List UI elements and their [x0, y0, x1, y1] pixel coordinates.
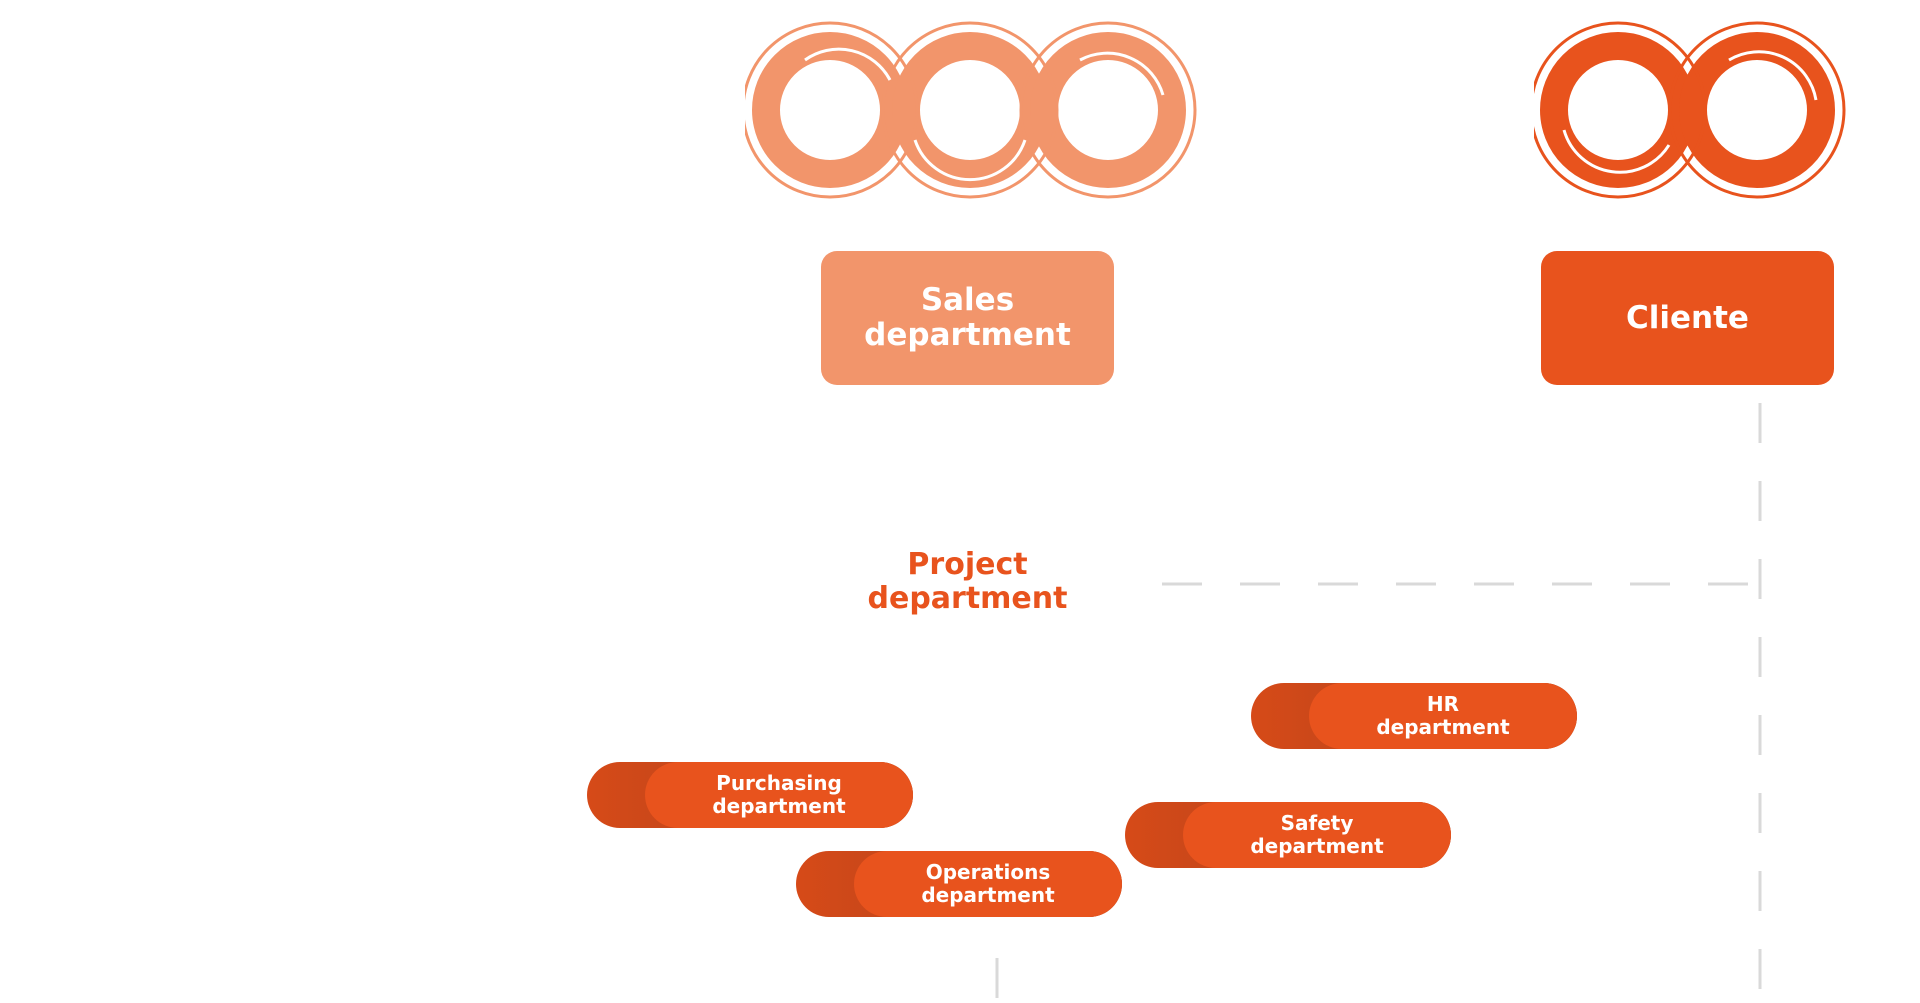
hr-label-line2: department — [1376, 715, 1510, 739]
operations-department-pill: Operations department — [796, 851, 1122, 917]
client-label: Cliente — [1626, 299, 1749, 336]
safety-label-line1: Safety — [1280, 811, 1354, 835]
purchasing-label-line1: Purchasing — [716, 771, 842, 795]
project-department-title: Project department — [860, 548, 1075, 616]
pill-body: Operations department — [854, 851, 1122, 917]
hr-label-line1: HR — [1426, 692, 1460, 716]
sales-label-line2: department — [864, 317, 1071, 353]
purchasing-department-pill: Purchasing department — [587, 762, 913, 828]
operations-label-line1: Operations — [925, 860, 1051, 884]
client-box: Cliente — [1541, 251, 1834, 385]
project-label-line1: Project — [907, 547, 1028, 582]
safety-label-line2: department — [1250, 834, 1384, 858]
double-ring-chain-icon — [1534, 20, 1854, 200]
safety-department-pill: Safety department — [1125, 802, 1451, 868]
sales-label-line1: Sales — [920, 282, 1015, 318]
operations-label-line2: department — [921, 883, 1055, 907]
sales-department-box: Sales department — [821, 251, 1114, 385]
pill-body: Safety department — [1183, 802, 1451, 868]
triple-ring-chain-icon — [745, 20, 1200, 200]
project-label-line2: department — [867, 581, 1068, 616]
pill-body: HR department — [1309, 683, 1577, 749]
hr-department-pill: HR department — [1251, 683, 1577, 749]
pill-body: Purchasing department — [645, 762, 913, 828]
purchasing-label-line2: department — [712, 794, 846, 818]
